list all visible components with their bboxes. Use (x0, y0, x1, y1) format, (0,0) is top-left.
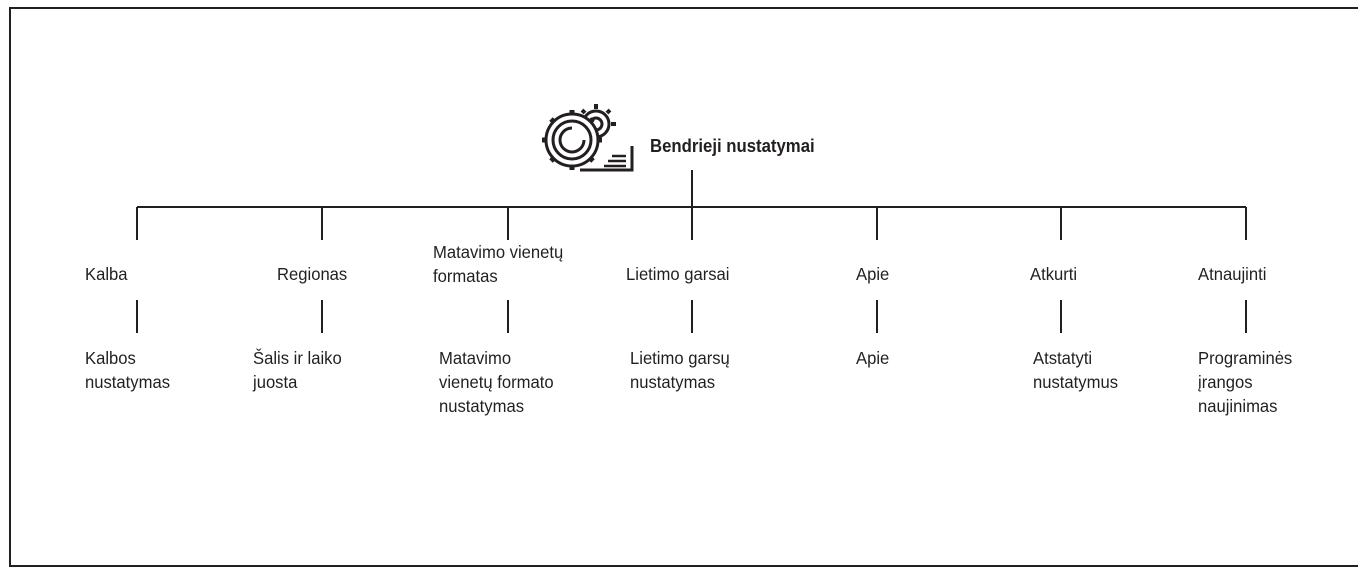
branch-label-regionas: Regionas (277, 264, 348, 284)
branch-label-apie: Apie (856, 264, 890, 284)
gears-settings-icon (542, 104, 634, 172)
branch-label-lietimo: Lietimo garsai (626, 264, 730, 284)
child-label-atkurti: Atstatyti nustatymus (1033, 348, 1119, 392)
branch-label-kalba: Kalba (85, 264, 128, 284)
child-label-matavimo: Matavimo vienetų formato nustatymas (439, 348, 554, 416)
root-title: Bendrieji nustatymai (650, 136, 815, 156)
tree-connectors (136, 170, 1247, 333)
branch-label-matavimo: Matavimo vienetų formatas (433, 242, 564, 286)
child-label-atnaujinti: Programinės įrangos naujinimas (1198, 348, 1293, 416)
child-label-lietimo: Lietimo garsų nustatymas (630, 348, 730, 392)
branch-label-atkurti: Atkurti (1030, 264, 1078, 284)
child-label-regionas: Šalis ir laiko juosta (253, 348, 342, 392)
child-label-apie: Apie (856, 348, 890, 368)
child-label-kalba: Kalbos nustatymas (85, 348, 171, 392)
branch-label-atnaujinti: Atnaujinti (1198, 264, 1267, 284)
